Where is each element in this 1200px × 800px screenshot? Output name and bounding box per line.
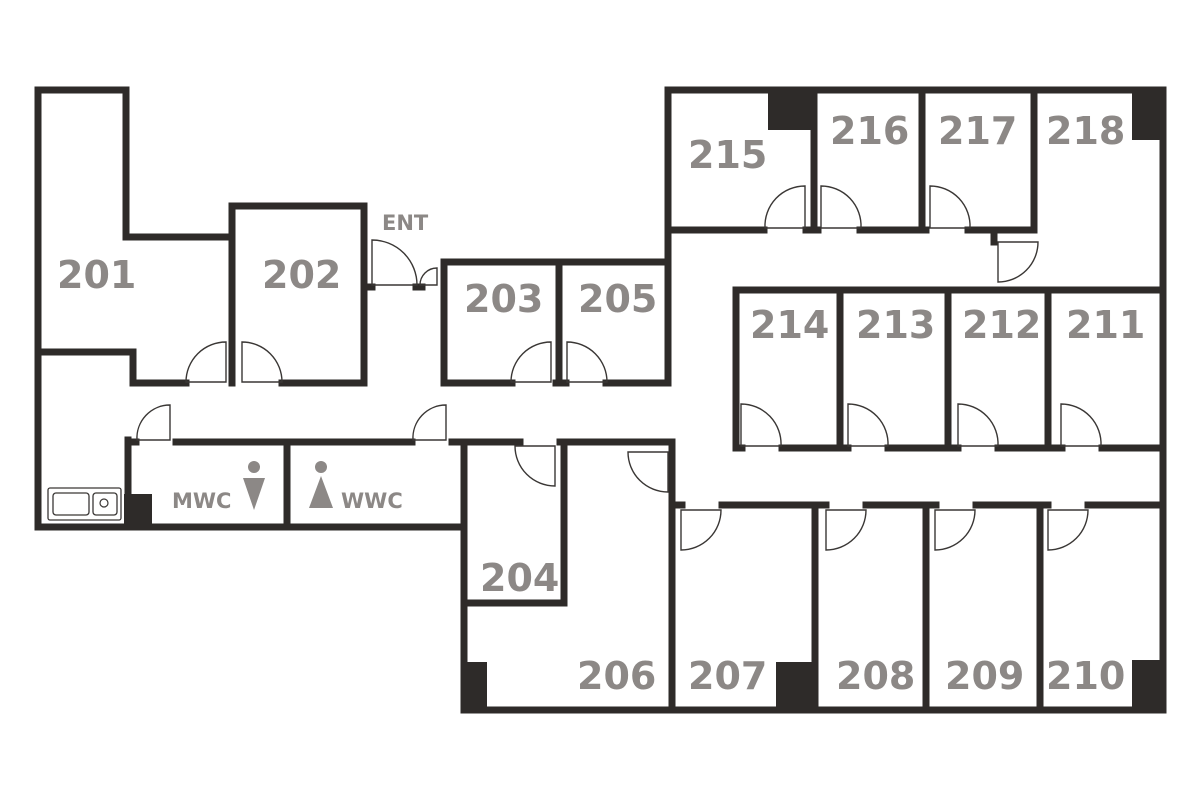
- column-215: [768, 90, 814, 130]
- room-216-label: 216: [830, 109, 909, 153]
- column-207: [776, 662, 818, 710]
- room-212-label: 212: [962, 303, 1041, 347]
- door-213: [847, 403, 889, 447]
- room-214-label: 214: [750, 303, 829, 347]
- room-205-label: 205: [578, 277, 657, 321]
- room-210-label: 210: [1046, 654, 1125, 698]
- room-204-label: 204: [480, 556, 559, 600]
- room-207-label: 207: [688, 654, 767, 698]
- door-215: [764, 185, 806, 229]
- entrance-label: ENT: [382, 211, 429, 235]
- room-208-label: 208: [836, 654, 915, 698]
- column-206: [461, 662, 487, 710]
- room-203-label: 203: [464, 277, 543, 321]
- door-204: [514, 445, 556, 487]
- door-216: [820, 185, 862, 229]
- column-kitchen: [124, 494, 152, 528]
- wall-kitchen-left: [34, 348, 132, 531]
- wall-202: [228, 202, 368, 387]
- door-211: [1060, 403, 1102, 447]
- door-206: [627, 451, 669, 493]
- room-211-label: 211: [1066, 303, 1145, 347]
- door-wc: [412, 404, 447, 441]
- column-218: [1132, 90, 1166, 140]
- wall-201-bottom: [34, 348, 190, 387]
- door-212: [957, 403, 999, 447]
- wall-upper-right: [664, 86, 1167, 509]
- man-icon: [243, 461, 265, 510]
- wall-wc-top: [124, 436, 520, 531]
- room-218-label: 218: [1046, 109, 1125, 153]
- door-203: [510, 341, 552, 383]
- mens-wc-label: MWC: [172, 489, 231, 513]
- door-207: [680, 509, 722, 551]
- room-215-label: 215: [688, 133, 767, 177]
- door-214: [740, 403, 782, 447]
- wall-201-outer: [34, 86, 236, 361]
- door-217: [929, 185, 971, 229]
- room-213-label: 213: [856, 303, 935, 347]
- wall-upper-rooms: [664, 90, 1038, 234]
- room-202-label: 202: [262, 253, 341, 297]
- room-217-label: 217: [938, 109, 1017, 153]
- door-205: [566, 341, 608, 383]
- door-kitchen: [136, 404, 171, 441]
- doors: [136, 185, 1102, 551]
- wall-203-205: [440, 258, 672, 387]
- columns: [124, 90, 1166, 710]
- door-208: [825, 509, 867, 551]
- wall-middle-rooms: [732, 286, 1167, 452]
- room-labels: 201 202 203 205 204 206 207 208 209 210 …: [57, 109, 1145, 698]
- column-210: [1132, 660, 1166, 710]
- door-209: [934, 509, 976, 551]
- room-201-label: 201: [57, 253, 136, 297]
- woman-icon: [309, 461, 333, 508]
- door-entrance-small: [419, 267, 438, 286]
- walls: [34, 86, 1167, 714]
- door-202: [241, 341, 283, 383]
- wall-204: [460, 438, 676, 607]
- door-entrance: [371, 239, 418, 286]
- sink-icon: [47, 487, 122, 521]
- door-218: [997, 241, 1039, 283]
- room-209-label: 209: [945, 654, 1024, 698]
- room-206-label: 206: [577, 654, 656, 698]
- door-201: [185, 341, 227, 383]
- door-210: [1047, 509, 1089, 551]
- womens-wc-label: WWC: [341, 489, 403, 513]
